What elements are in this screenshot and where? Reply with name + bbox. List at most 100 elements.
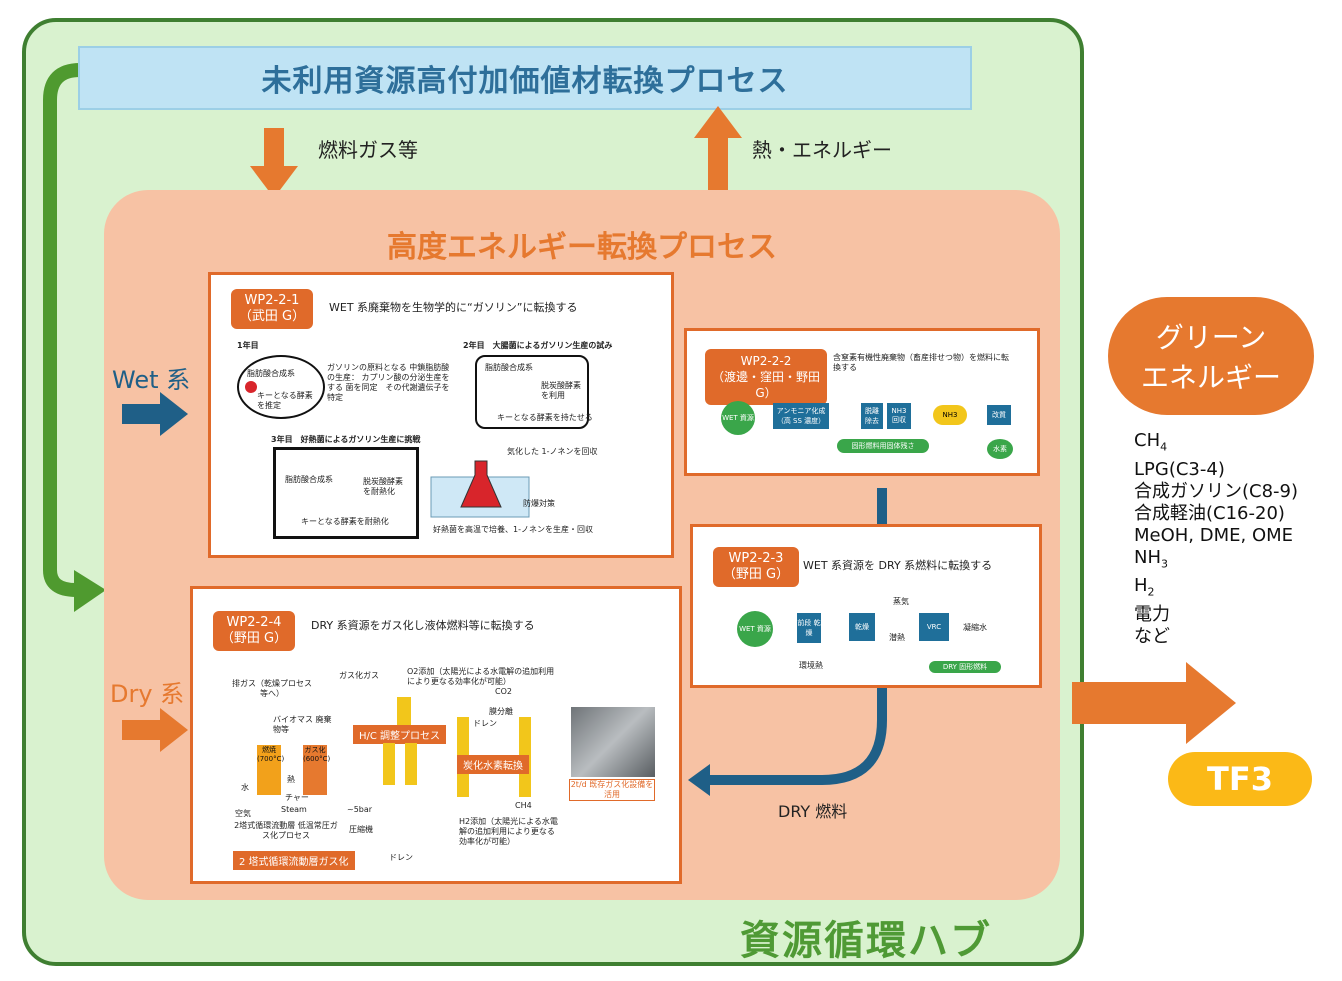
wp222-recovery-node: NH3 回収 (887, 403, 911, 429)
wp222-removal-node: 脱離 除去 (861, 403, 883, 429)
wp224-waste-gas: 排ガス（乾燥プロセス等へ） (232, 679, 312, 698)
wp224-reactor-note: 2塔式循環流動層 低温常圧ガス化プロセス (234, 821, 338, 840)
wp221-explosion: 防爆対策 (523, 499, 555, 508)
wp221-enzyme-dot (245, 381, 257, 393)
product-power: 電力 (1134, 603, 1170, 625)
wp223-condensate: 凝縮水 (963, 623, 987, 632)
wp221-year2: 2年目 大腸菌によるガソリン生産の試み (463, 341, 613, 350)
wp224-column-2 (405, 743, 417, 785)
wp224-group: （野田 G） (220, 631, 288, 646)
wp223-badge: WP2-2-3 （野田 G） (713, 547, 799, 587)
wp221-year1-text: ガソリンの原料となる 中鎖脂肪酸の生産： カプリン酸の分泌生産をする 菌を同定 … (327, 363, 450, 402)
tf3-badge: TF3 (1168, 752, 1312, 806)
wp224-biomass: バイオマス 廃棄物等 (273, 715, 332, 734)
wp221-year3-enzyme: 脱炭酸酵素を耐熱化 (363, 477, 403, 496)
wp224-id: WP2-2-4 (226, 615, 282, 630)
wp221-year2-enzyme: 脱炭酸酵素を利用 (541, 381, 581, 400)
fuel-gas-label: 燃料ガス等 (318, 138, 418, 162)
wp221-year1-cycle: 脂肪酸合成系 (247, 369, 295, 378)
product-etc: など (1134, 625, 1170, 647)
green-energy-line-1: グリーン (1155, 321, 1267, 354)
wp223-vrc-node: VRC (919, 613, 949, 641)
wp223-id: WP2-2-3 (728, 551, 784, 566)
wp221-year2-box (475, 355, 589, 429)
wp223-card: WP2-2-3 （野田 G） WET 系資源を DRY 系燃料に転換する WET… (690, 524, 1042, 688)
dry-fuel-connector (688, 488, 887, 796)
product-ch4: CH4 (1134, 430, 1168, 454)
wp221-group: （武田 G） (238, 309, 306, 324)
wp224-pressure: ~5bar (347, 805, 373, 814)
product-h2: H2 (1134, 575, 1155, 599)
wp224-gasification-tower: ガス化 (600°C) (303, 745, 330, 795)
wp222-hydrogen-node: 水素 (987, 439, 1013, 459)
wp223-env-heat: 環境熱 (799, 661, 823, 670)
dry-arrow (122, 708, 188, 752)
top-process-banner: 未利用資源高付加価値材転換プロセス (78, 46, 972, 110)
wp222-group: （渡邊・窪田・野田 G） (711, 370, 820, 400)
dry-label: Dry 系 (110, 680, 185, 708)
wet-arrow (122, 392, 188, 436)
wp222-nh3-node: NH3 (933, 405, 967, 425)
wp222-id: WP2-2-2 (740, 354, 792, 368)
wp224-h2: H2添加（太陽光による水電解の追加利用により更なる効率化が可能） (459, 817, 558, 846)
wp224-drain-top: ドレン (473, 719, 497, 728)
fuel-gas-arrow (250, 128, 298, 198)
wp223-desc: WET 系資源を DRY 系燃料に転換する (803, 559, 993, 572)
wp224-facility: 2t/d 既存ガス化設備を活用 (569, 779, 655, 801)
wp222-solid-node: 固形燃料用固体残さ (837, 439, 929, 453)
wp222-wet-node: WET 資源 (721, 401, 755, 435)
wp223-pre-dry-node: 前段 乾燥 (797, 613, 821, 643)
wp223-dry-node: 乾燥 (849, 613, 875, 641)
hub-label: 資源循環ハブ (740, 918, 992, 964)
wp223-dry-fuel-node: DRY 固形燃料 (929, 661, 1001, 673)
green-energy-line-2: エネルギー (1140, 361, 1281, 394)
wp224-air: 空気 (235, 809, 251, 818)
wp224-badge: WP2-2-4 （野田 G） (213, 611, 295, 651)
wp221-year3-key: キーとなる酵素を耐熱化 (301, 517, 389, 526)
wp221-card: WP2-2-1 （武田 G） WET 系廃棄物を生物学的に“ガソリン”に転換する… (208, 272, 674, 558)
wp223-latent: 潜熱 (889, 633, 905, 642)
wet-label: Wet 系 (112, 366, 191, 394)
wp221-year3: 3年目 好熱菌によるガソリン生産に挑戦 (271, 435, 421, 444)
wp224-drain-bottom: ドレン (389, 853, 413, 862)
wp224-column-1 (383, 743, 395, 785)
wp222-badge: WP2-2-2 （渡邊・窪田・野田 G） (705, 349, 827, 405)
product-nh3: NH3 (1134, 546, 1168, 571)
recycle-arrow (43, 63, 106, 612)
wp224-combustion-tower: 燃焼 (700°C) (257, 745, 284, 795)
wp221-desc: WET 系廃棄物を生物学的に“ガソリン”に転換する (329, 301, 578, 314)
wp224-reactor-tag: 2 塔式循環流動層ガス化 (233, 851, 355, 870)
wp221-id: WP2-2-1 (244, 293, 300, 308)
green-energy-output-arrow (1072, 662, 1236, 744)
wp224-desc: DRY 系資源をガス化し液体燃料等に転換する (311, 619, 535, 632)
wp224-water: 水 (241, 783, 249, 792)
wp224-gasified: ガス化ガス (339, 671, 379, 680)
wp224-membrane: 膜分離 (489, 707, 513, 716)
product-list: CH4 LPG(C3-4) 合成ガソリン(C8-9) 合成軽油(C16-20) … (1134, 430, 1298, 648)
energy-process-title: 高度エネルギー転換プロセス (387, 230, 777, 265)
wp224-reactor-top (397, 697, 411, 727)
wp221-year2-key: キーとなる酵素を持たせる (497, 413, 593, 422)
wp221-year1-key: キーとなる酵素を推定 (257, 391, 313, 410)
wp224-card: WP2-2-4 （野田 G） DRY 系資源をガス化し液体燃料等に転換する 排ガ… (190, 586, 682, 884)
wp221-year3-cycle: 脂肪酸合成系 (285, 475, 333, 484)
flask-icon (430, 460, 530, 518)
wp223-group: （野田 G） (722, 567, 790, 582)
wp223-steam: 蒸気 (893, 597, 909, 606)
gasification-facility-photo (571, 707, 655, 777)
product-meoh: MeOH, DME, OME (1134, 524, 1294, 546)
product-diesel: 合成軽油(C16-20) (1134, 502, 1285, 524)
wp221-year1: 1年目 (237, 341, 259, 350)
wp222-desc: 含窒素有機性廃棄物（畜産排せつ物）を燃料に転換する (833, 353, 1009, 372)
wp222-ammonia-node: アンモニア化成（高 SS 濃度） (773, 403, 829, 429)
wp224-hc-tag: H/C 調整プロセス (353, 725, 447, 744)
wp224-ch4: CH4 (515, 801, 532, 810)
product-gasoline: 合成ガソリン(C8-9) (1134, 480, 1299, 502)
green-energy-bubble: グリーン エネルギー (1108, 297, 1314, 415)
wp221-badge: WP2-2-1 （武田 G） (231, 289, 313, 329)
heat-energy-label: 熱・エネルギー (752, 138, 892, 162)
wp224-steam: Steam (281, 805, 307, 814)
wp224-o2: O2添加（太陽光による水電解の追加利用により更なる効率化が可能） (407, 667, 555, 686)
heat-energy-arrow (694, 106, 742, 190)
wp222-card: WP2-2-2 （渡邊・窪田・野田 G） 含窒素有機性廃棄物（畜産排せつ物）を燃… (684, 328, 1040, 476)
